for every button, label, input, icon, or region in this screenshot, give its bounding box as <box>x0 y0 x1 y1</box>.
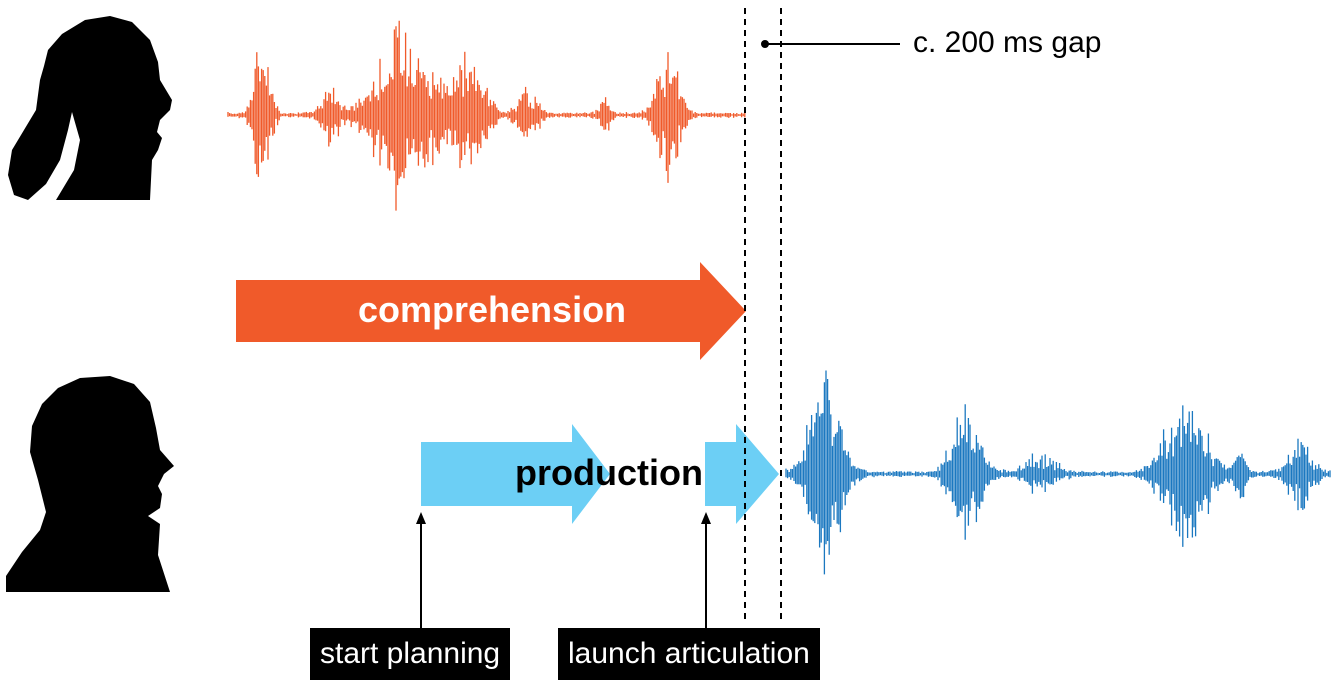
gap-label: c. 200 ms gap <box>913 26 1102 59</box>
comprehension-label: comprehension <box>358 289 627 330</box>
speaker-a-waveform <box>227 20 746 211</box>
start-planning-arrowhead <box>416 512 426 524</box>
man-silhouette-icon <box>6 376 174 592</box>
woman-silhouette-icon <box>8 16 172 200</box>
production-arrow-planning <box>421 424 610 524</box>
production-arrow-articulation <box>705 424 779 524</box>
launch-articulation-arrowhead <box>701 512 711 524</box>
production-label: production <box>515 452 703 493</box>
start-planning-label: start planning <box>310 628 511 680</box>
comprehension-arrow <box>236 262 746 360</box>
speaker-b-waveform <box>785 370 1331 575</box>
launch-articulation-label: launch articulation <box>558 628 820 680</box>
